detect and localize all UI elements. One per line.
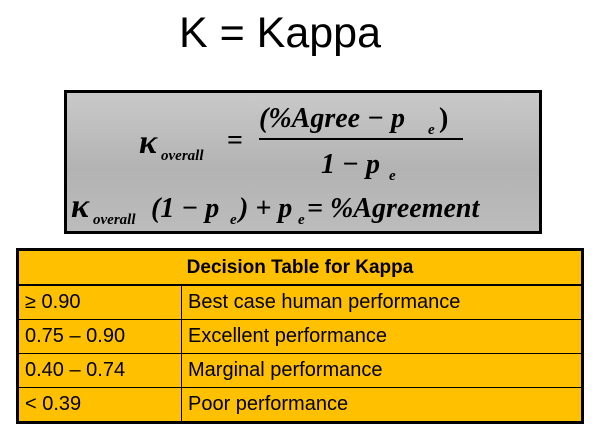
range-cell: 0.75 – 0.90 (17, 319, 182, 354)
equals-sign-1: = (227, 125, 243, 156)
numerator-text: (%Agree − p (259, 103, 405, 134)
kappa-subscript-2: overall (93, 212, 136, 228)
meaning-cell: Poor performance (181, 387, 583, 423)
table-header: Decision Table for Kappa (17, 249, 583, 286)
eq2-part2: ) + p (236, 193, 292, 224)
kappa-symbol-1: κ (139, 124, 158, 161)
table-row: < 0.39 Poor performance (17, 387, 583, 423)
table-header-row: Decision Table for Kappa (17, 249, 583, 286)
eq2-part2-subscript: e (298, 212, 305, 228)
denominator-text: 1 − p (321, 149, 380, 180)
meaning-cell: Marginal performance (181, 353, 583, 388)
slide-title: K = Kappa (178, 9, 382, 57)
kappa-symbol-2: κ (71, 188, 90, 225)
table-row: 0.40 – 0.74 Marginal performance (17, 353, 583, 388)
kappa-formula: κ overall = (%Agree − p e ) 1 − p e κ ov… (71, 103, 480, 228)
numerator-subscript: e (428, 122, 435, 138)
range-cell: 0.40 – 0.74 (17, 353, 182, 388)
eq2-part1-subscript: e (230, 212, 237, 228)
meaning-cell: Excellent performance (181, 319, 583, 354)
meaning-cell: Best case human performance (181, 284, 583, 320)
range-cell: ≥ 0.90 (17, 284, 182, 320)
eq2-part3: = %Agreement (307, 193, 480, 224)
kappa-subscript-1: overall (161, 148, 204, 164)
eq2-part1: (1 − p (151, 193, 219, 224)
table-row: 0.75 – 0.90 Excellent performance (17, 319, 583, 354)
table-row: ≥ 0.90 Best case human performance (17, 284, 583, 320)
formula-box: κ overall = (%Agree − p e ) 1 − p e κ ov… (64, 90, 542, 234)
numerator-close: ) (439, 103, 448, 134)
range-cell: < 0.39 (17, 387, 182, 423)
denominator-subscript: e (389, 168, 396, 184)
decision-table: Decision Table for Kappa ≥ 0.90 Best cas… (16, 248, 584, 424)
